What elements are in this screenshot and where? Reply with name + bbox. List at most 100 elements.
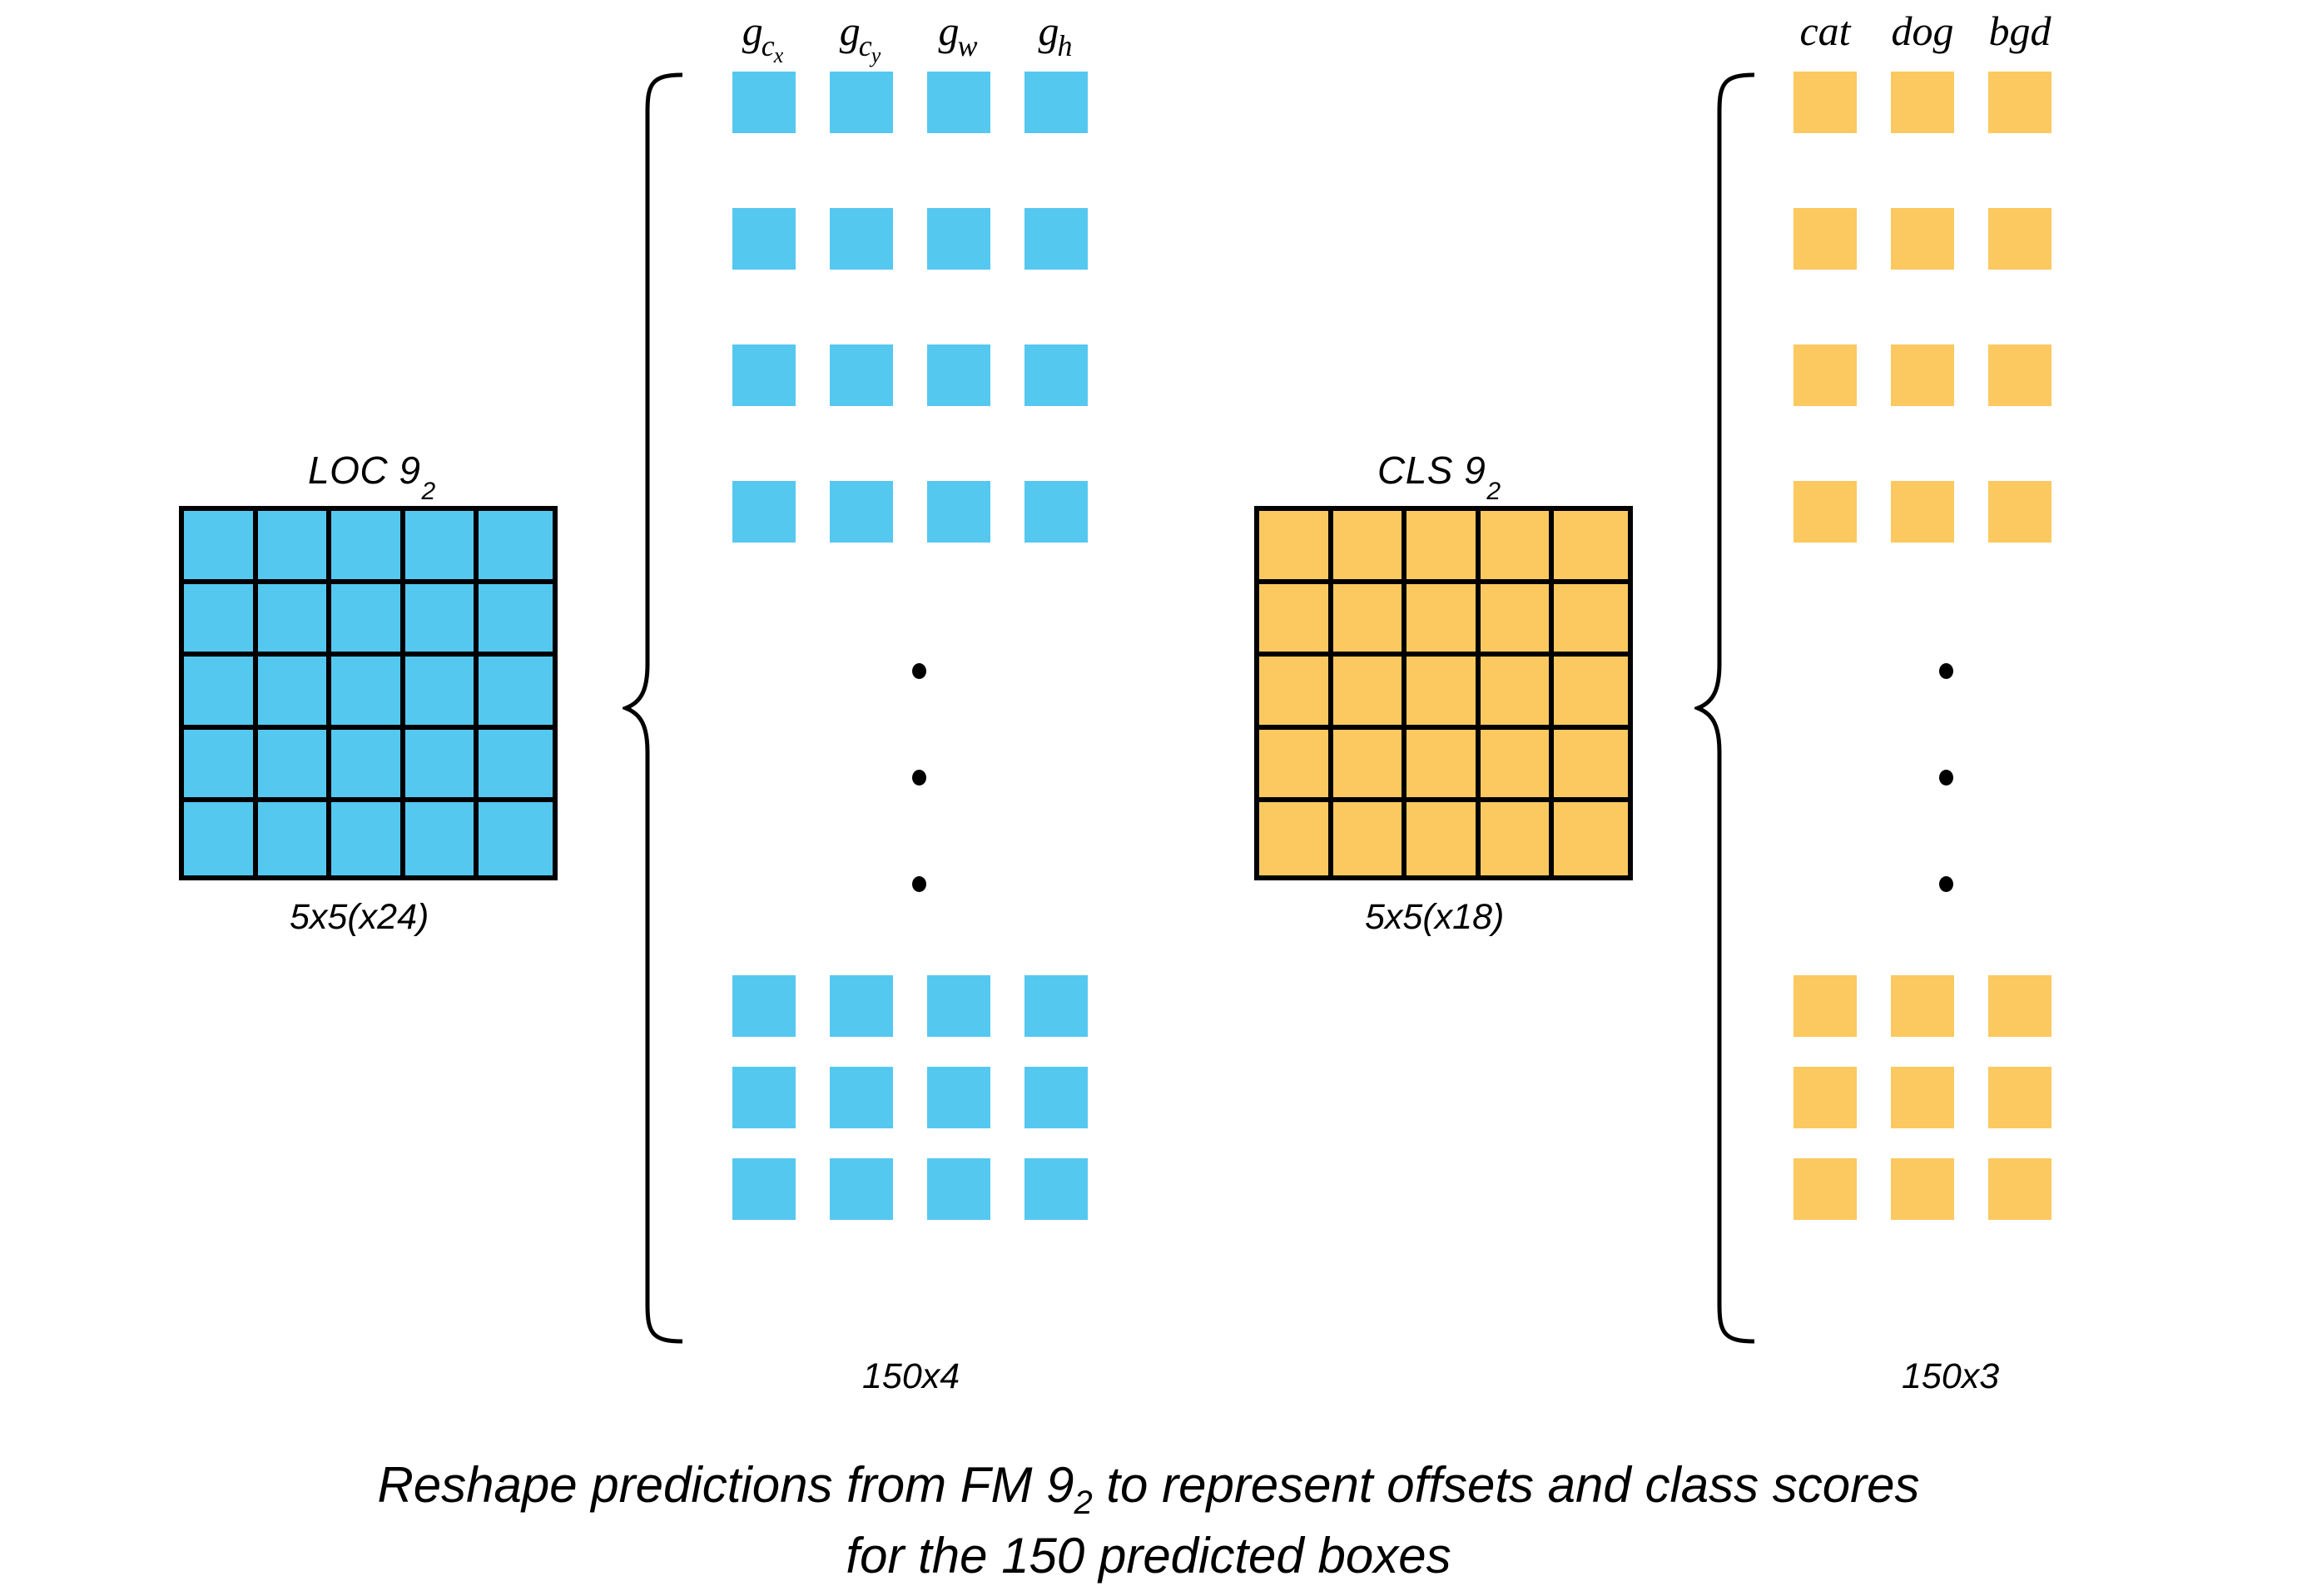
cls-feature-map-cell [1259,583,1333,657]
loc-column-header-gw-base: g [938,7,960,54]
loc-feature-map-cell [479,511,553,584]
cls-block [1988,975,2051,1037]
loc-feature-map-cell [257,657,332,730]
loc-block [1024,1067,1088,1128]
cls-ellipsis-dot [1939,663,1953,679]
cls-column-header-dog-base: dog [1891,7,1954,54]
cls-feature-map-cell [1554,511,1628,584]
loc-block [830,72,893,133]
loc-feature-map-cell [331,802,405,875]
cls-block [1891,1067,1954,1128]
loc-block [732,72,796,133]
cls-block [1793,344,1857,406]
cls-feature-map-title: CLS 92 [1377,448,1501,505]
cls-feature-map-cell [1332,729,1407,803]
cls-feature-map-cell [1554,730,1628,803]
cls-block [1891,72,1954,133]
loc-feature-map-cell [405,802,479,875]
loc-column-header-gcy-sub1: c [858,29,872,62]
loc-block [1024,975,1088,1037]
loc-column-header-gcy-sub2: y [871,43,881,67]
diagram-caption-line-1-subscript: 2 [1074,1484,1093,1521]
loc-block [1024,208,1088,270]
loc-column-header-gcx: gcx [706,7,822,67]
loc-brace-icon [623,72,683,1344]
loc-block [927,344,990,406]
loc-block [830,481,893,543]
cls-feature-map-cell [1406,657,1481,730]
cls-feature-map-cell [1259,511,1333,584]
cls-column-header-dog: dog [1864,7,1981,55]
cls-feature-map-cell [1554,584,1628,657]
loc-block [732,1067,796,1128]
loc-block [1024,1158,1088,1220]
loc-block [927,1158,990,1220]
loc-feature-map-cell [479,802,553,875]
loc-feature-map-cell [257,583,332,657]
cls-feature-map-cell [1554,657,1628,730]
loc-feature-map-cell [257,729,332,803]
loc-block [1024,72,1088,133]
loc-block [732,481,796,543]
loc-feature-map-cell [404,729,479,803]
loc-feature-map-title: LOC 92 [308,448,435,505]
cls-feature-map-grid [1254,506,1633,880]
loc-feature-map-cell [184,729,258,803]
cls-column-header-cat-base: cat [1799,7,1851,54]
loc-feature-map-cell [404,583,479,657]
cls-block [1891,344,1954,406]
loc-feature-map-cell [257,511,332,584]
cls-block [1793,975,1857,1037]
loc-feature-map-title-subscript: 2 [421,478,436,506]
cls-block [1891,481,1954,543]
cls-ellipsis-dot [1939,770,1953,786]
loc-block [830,1158,893,1220]
loc-feature-map-cell [331,729,405,803]
loc-feature-map-cell [184,657,258,730]
cls-feature-map-cell [1406,583,1481,657]
loc-block [927,975,990,1037]
cls-block [1988,208,2051,270]
cls-block [1988,344,2051,406]
loc-feature-map-cell [184,802,258,875]
cls-ellipsis-dot [1939,876,1953,892]
cls-block [1988,1158,2051,1220]
cls-feature-map-caption: 5x5(x18) [1365,897,1505,937]
cls-block [1988,72,2051,133]
cls-feature-map-cell [1332,583,1407,657]
loc-block [732,344,796,406]
diagram-caption-line-2: for the 150 predicted boxes [846,1528,1451,1584]
diagram-caption-line-1-after: to represent offsets and class scores [1092,1457,1920,1513]
cls-block [1988,481,2051,543]
cls-feature-map-cell [1406,802,1481,875]
loc-block [927,481,990,543]
loc-block [830,208,893,270]
diagram-caption-line-1: Reshape predictions from FM 92 to repres… [0,1453,2297,1524]
cls-blocks-caption: 150x3 [1902,1356,2000,1396]
loc-feature-map-cell [479,657,553,730]
loc-feature-map-cell [479,730,553,803]
loc-feature-map-cell [331,657,405,730]
cls-feature-map-cell [1332,511,1407,584]
cls-feature-map-cell [1332,657,1407,730]
loc-column-header-gcy: gcy [803,7,920,67]
cls-block [1793,1158,1857,1220]
loc-ellipsis-dot [912,876,926,892]
cls-block [1988,1067,2051,1128]
loc-column-header-gh: gh [998,7,1114,62]
cls-feature-map-cell [1333,802,1407,875]
loc-blocks-caption: 150x4 [862,1356,960,1396]
cls-feature-map-cell [1480,657,1555,730]
cls-block [1891,208,1954,270]
loc-feature-map-cell [331,583,405,657]
loc-column-header-gcx-base: g [742,7,763,54]
loc-block [732,975,796,1037]
loc-block [830,975,893,1037]
cls-block [1793,208,1857,270]
loc-feature-map-cell [404,657,479,730]
loc-block [732,208,796,270]
loc-feature-map-caption: 5x5(x24) [290,897,429,937]
cls-brace-icon [1694,72,1755,1344]
loc-block [830,1067,893,1128]
